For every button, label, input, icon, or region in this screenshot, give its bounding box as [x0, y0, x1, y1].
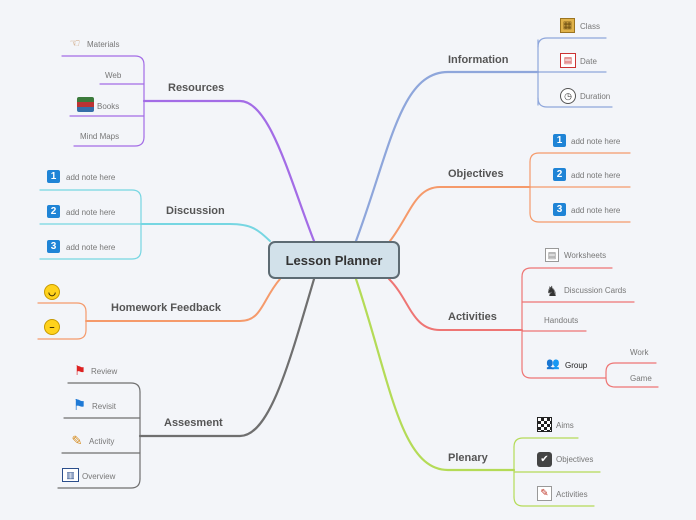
smiley-neutral-icon[interactable]: – [44, 319, 60, 335]
leaf-discussion-cards[interactable]: Discussion Cards [564, 286, 627, 295]
clock-icon: ◷ [560, 88, 576, 104]
connector-assessment [138, 277, 316, 438]
number-2-icon: 2 [47, 205, 60, 218]
open-book-icon: ▥ [62, 468, 79, 482]
underline-obj-1 [529, 152, 631, 163]
leaf-duration[interactable]: Duration [580, 92, 611, 101]
leaf-objective-1[interactable]: add note here [571, 137, 621, 146]
branch-assesment[interactable]: Assesment [164, 417, 223, 429]
leaf-date[interactable]: Date [580, 57, 597, 66]
leaf-aims[interactable]: Aims [556, 421, 574, 430]
checkered-flag-icon [537, 417, 552, 432]
number-3-icon: 3 [47, 240, 60, 253]
central-topic[interactable]: Lesson Planner [268, 241, 400, 279]
branch-plenary[interactable]: Plenary [448, 452, 488, 464]
connector-plenary [354, 277, 516, 472]
calendar-icon: ▤ [560, 53, 576, 68]
pointing-hand-icon: ☜ [69, 36, 81, 50]
connector-activities [388, 278, 523, 331]
branch-homework-feedback[interactable]: Homework Feedback [111, 302, 222, 314]
worksheet-icon: ▤ [545, 248, 559, 262]
branch-objectives[interactable]: Objectives [448, 168, 504, 180]
branch-discussion[interactable]: Discussion [166, 205, 225, 217]
leaf-handouts[interactable]: Handouts [544, 316, 579, 325]
leaf-discussion-3[interactable]: add note here [66, 243, 116, 252]
branch-resources[interactable]: Resources [168, 82, 225, 94]
connector-objectives [389, 186, 531, 242]
leaf-discussion-1[interactable]: add note here [66, 173, 116, 182]
branch-information[interactable]: Information [448, 54, 509, 66]
people-icon: 👥 [546, 357, 560, 370]
underline-class [537, 37, 607, 48]
red-flag-icon: ⚑ [74, 363, 86, 378]
notepad-pencil-icon: ✎ [537, 486, 552, 501]
leaf-objective-3[interactable]: add note here [571, 206, 621, 215]
leaf-review[interactable]: Review [91, 367, 118, 376]
branch-activities[interactable]: Activities [448, 311, 497, 323]
pencil-icon: ✎ [71, 433, 83, 448]
leaf-worksheets[interactable]: Worksheets [564, 251, 607, 260]
leaf-activity[interactable]: Activity [89, 437, 115, 446]
smiley-happy-icon[interactable]: ◡ [44, 284, 60, 300]
underline-obj-3 [529, 212, 631, 223]
chess-piece-icon: ♞ [545, 283, 559, 299]
checkbox-icon: ✔ [537, 452, 552, 467]
number-3-icon: 3 [553, 203, 566, 216]
leaf-web[interactable]: Web [105, 71, 122, 80]
number-1-icon: 1 [47, 170, 60, 183]
central-topic-label: Lesson Planner [285, 252, 383, 268]
leaf-mind-maps[interactable]: Mind Maps [80, 132, 120, 141]
connector-resources [142, 99, 316, 243]
leaf-plenary-activities[interactable]: Activities [556, 490, 588, 499]
leaf-group[interactable]: Group [565, 361, 588, 370]
blue-flag-icon: ⚑ [72, 396, 87, 414]
leaf-books[interactable]: Books [97, 102, 120, 111]
leaf-game[interactable]: Game [630, 374, 652, 383]
leaf-plenary-objectives[interactable]: Objectives [556, 455, 594, 464]
leaf-overview[interactable]: Overview [82, 472, 116, 481]
leaf-revisit[interactable]: Revisit [92, 402, 117, 411]
number-1-icon: 1 [553, 134, 566, 147]
leaf-materials[interactable]: Materials [87, 40, 120, 49]
connector-discussion [140, 223, 271, 242]
books-icon [77, 97, 94, 112]
leaf-objective-2[interactable]: add note here [571, 171, 621, 180]
number-2-icon: 2 [553, 168, 566, 181]
connector-homework [85, 278, 281, 322]
underline-duration [537, 97, 613, 108]
connector-information [354, 70, 540, 243]
leaf-class[interactable]: Class [580, 22, 601, 31]
leaf-discussion-2[interactable]: add note here [66, 208, 116, 217]
leaf-work[interactable]: Work [630, 348, 649, 357]
building-icon: ▦ [560, 18, 575, 33]
